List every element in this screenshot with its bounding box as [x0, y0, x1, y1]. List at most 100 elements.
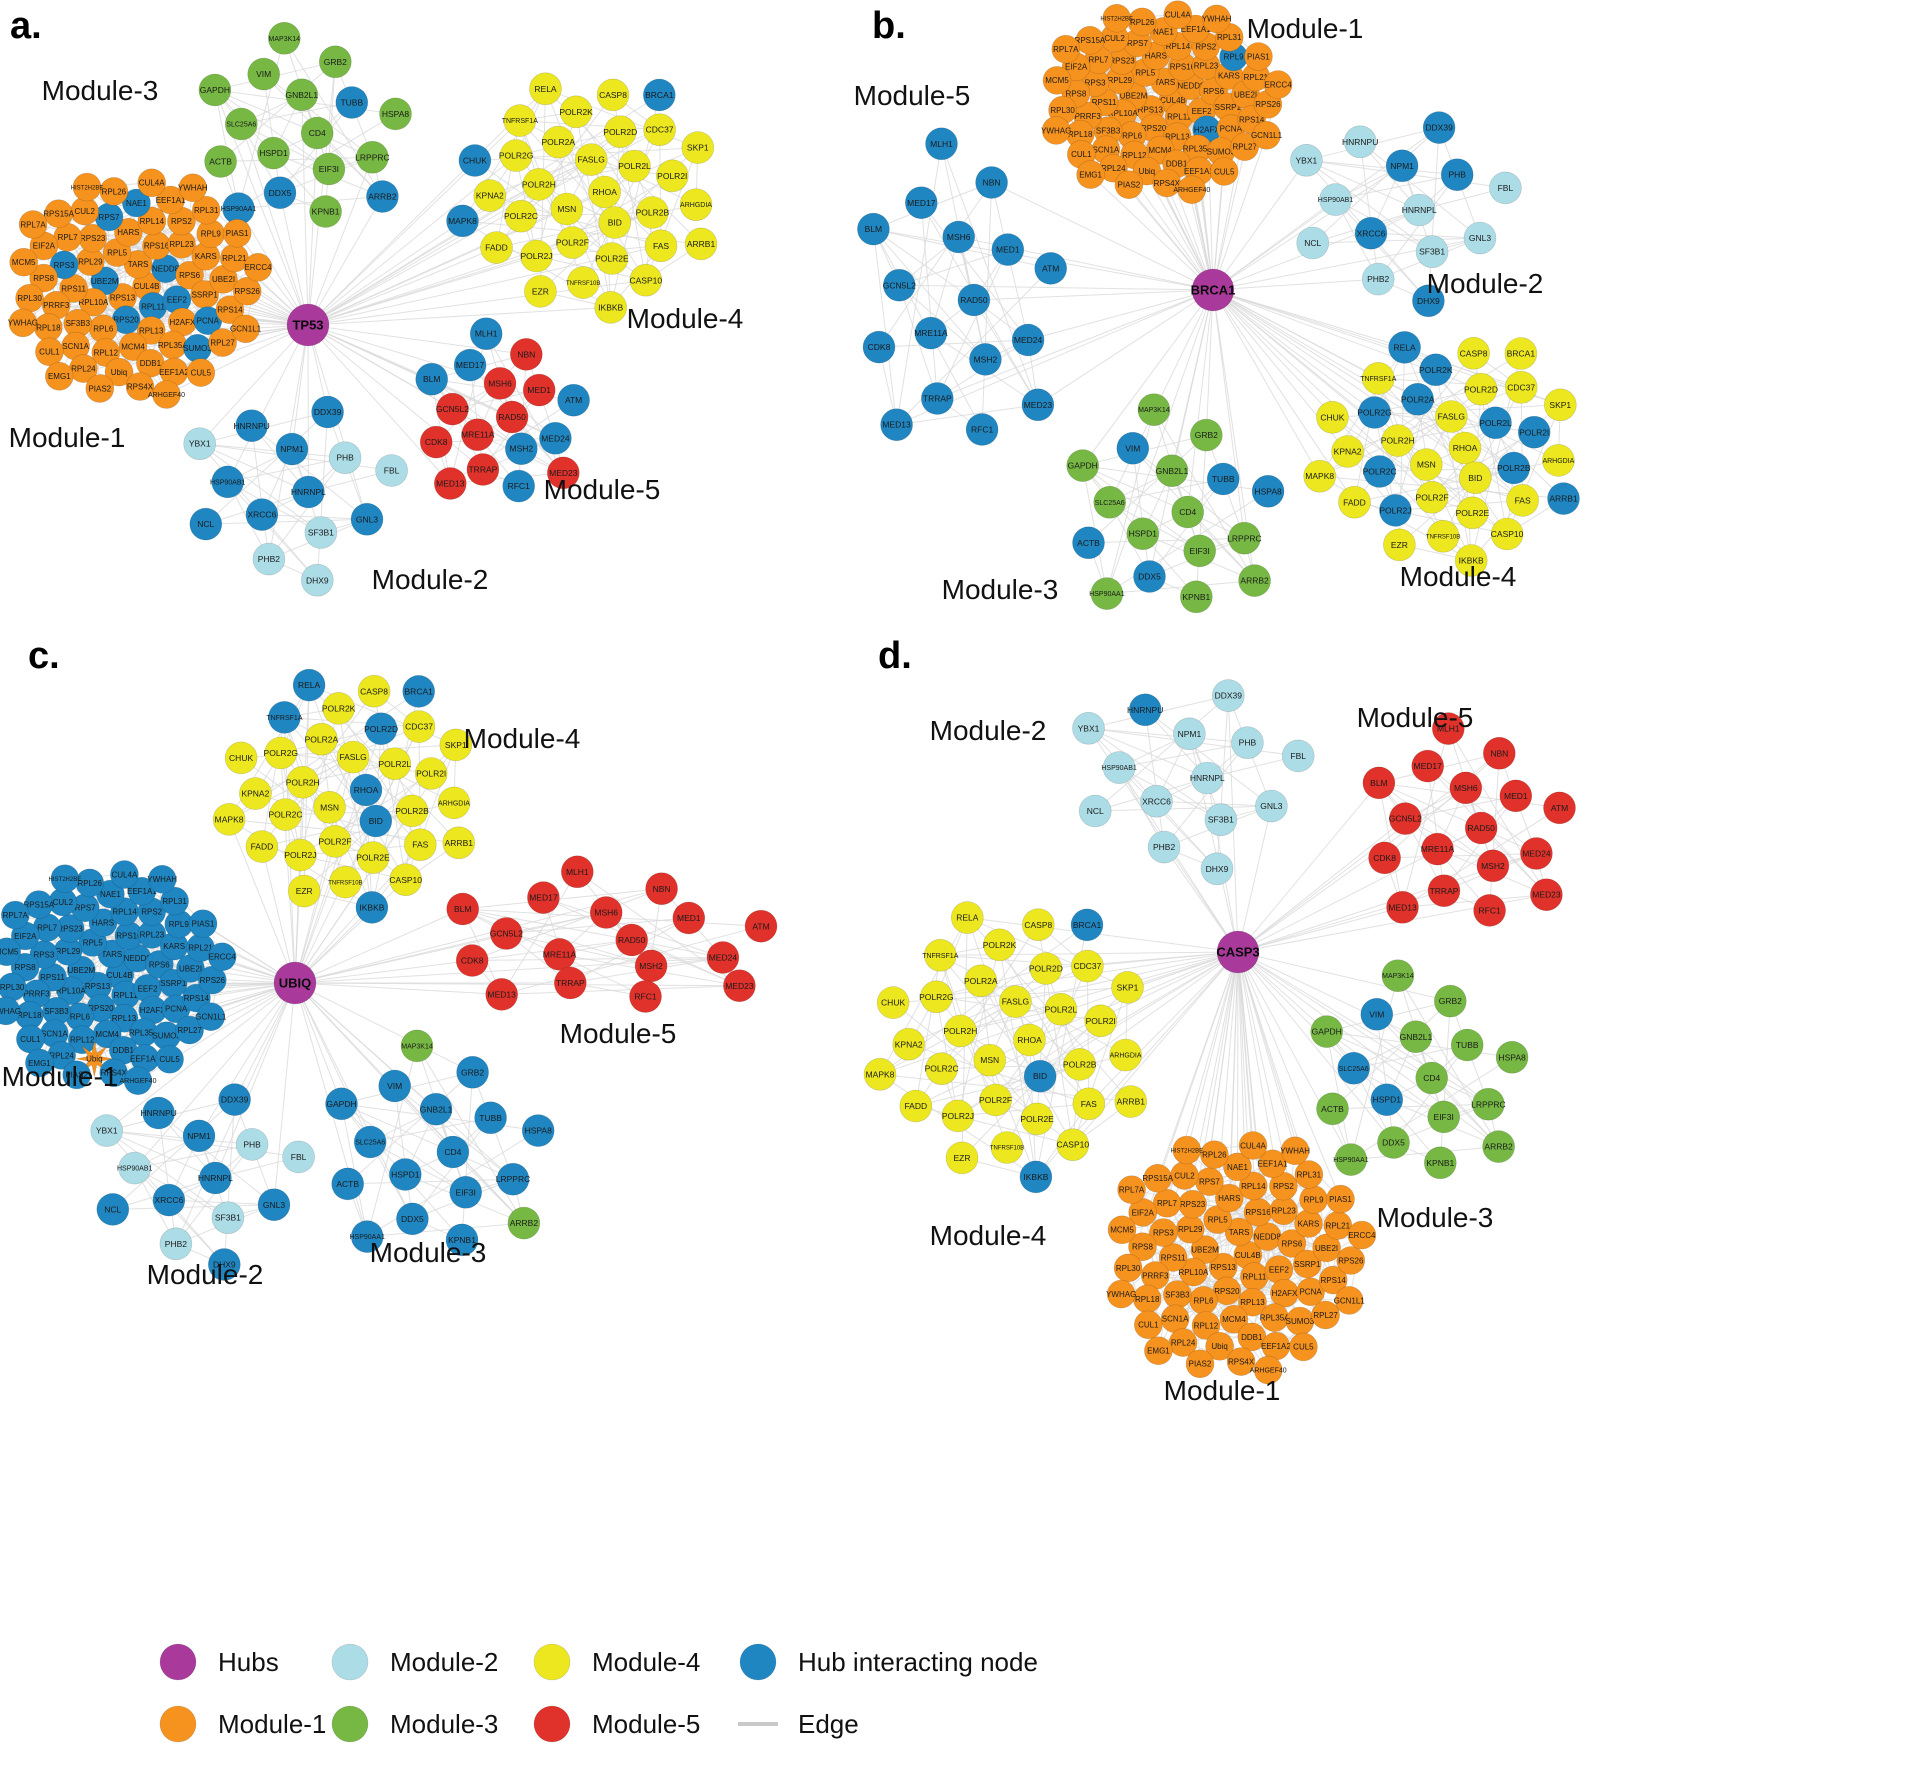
node-YWHAG [8, 308, 38, 338]
node-HSPD1 [1370, 1083, 1404, 1116]
node-RPL30 [1113, 1253, 1143, 1283]
node-RPS14 [1318, 1265, 1348, 1295]
node-MLH1 [560, 855, 594, 889]
legend-swatch-module5 [533, 1705, 571, 1743]
node-CUL5 [186, 358, 216, 387]
node-RPL31 [1294, 1160, 1324, 1189]
node-DDX39 [311, 395, 344, 429]
node-KPNA2 [892, 1027, 926, 1061]
node-GCN1L1 [1252, 121, 1281, 150]
node-RFC1 [965, 413, 999, 446]
node-CHUK [458, 144, 492, 177]
node-SLC25A6 [1093, 485, 1126, 519]
node-ARRB2 [1238, 564, 1271, 597]
node-ATM [1034, 252, 1067, 285]
node-CASP10 [1490, 517, 1524, 551]
node-DHX9 [208, 1248, 241, 1281]
node-POLR2F [318, 825, 352, 858]
node-POLR2K [559, 95, 593, 129]
node-RPS15A [1143, 1164, 1172, 1193]
node-RPL6 [1189, 1286, 1218, 1315]
node-MCM4 [1219, 1305, 1249, 1334]
node-RPL27 [208, 328, 237, 357]
node-MCM5 [1042, 66, 1072, 95]
node-DDX5 [1377, 1126, 1410, 1159]
node-CHUK [224, 741, 258, 775]
node-MED24 [706, 941, 740, 974]
node-XRCC6 [152, 1183, 186, 1217]
node-GCN1L1 [231, 314, 260, 344]
node-RAD50 [1464, 811, 1498, 845]
node-GRB2 [456, 1056, 489, 1089]
hub-node-TP53 [286, 303, 330, 347]
node-HNRNPU [1128, 693, 1162, 727]
node-ARHGEF40 [1253, 1355, 1283, 1385]
module-caption-a-module4: Module-4 [627, 303, 744, 334]
node-MSH6 [1449, 771, 1483, 805]
node-EIF3I [1427, 1100, 1460, 1134]
node-HNRNPL [199, 1161, 232, 1195]
node-POLR2L [1479, 406, 1512, 440]
node-LRPPRC [356, 141, 389, 174]
node-KARS [1294, 1209, 1323, 1238]
node-VIM [247, 57, 281, 91]
node-SUMO3 [183, 333, 212, 363]
node-BRCA1 [642, 78, 676, 112]
node-RPL13 [1238, 1287, 1267, 1317]
node-POLR2J [520, 239, 553, 273]
node-CUL1 [35, 337, 64, 367]
node-RPL18 [33, 313, 63, 342]
module-caption-c-module5: Module-5 [560, 1018, 677, 1049]
node-TUBB [474, 1101, 507, 1135]
node-EMG1 [1144, 1336, 1173, 1365]
module-caption-c-module3: Module-3 [370, 1237, 487, 1268]
node-HSPD1 [388, 1158, 422, 1191]
node-MRE11A [461, 418, 495, 452]
module-caption-b-module1: Module-1 [1247, 13, 1364, 44]
node-CDK8 [419, 425, 453, 459]
node-BRCA1 [1070, 908, 1104, 942]
node-Ubiq [104, 357, 134, 387]
node-POLR2E [1020, 1102, 1054, 1136]
node-HIST2H2BE [72, 172, 102, 202]
node-MSH6 [483, 367, 517, 400]
node-CDC37 [1504, 370, 1538, 404]
node-NPM1 [1173, 717, 1206, 751]
module-caption-d-module2: Module-2 [930, 715, 1047, 746]
node-RPL21 [1323, 1211, 1353, 1240]
node-XRCC6 [1354, 216, 1388, 250]
node-CASP8 [357, 674, 391, 708]
node-GNB2L1 [1155, 454, 1189, 488]
node-HSP90AB1 [118, 1151, 151, 1185]
node-POLR2K [1419, 353, 1453, 387]
node-MED1 [522, 373, 556, 407]
node-NBN [1483, 736, 1516, 770]
node-KPNB1 [309, 195, 342, 228]
node-TNFRSF1A [923, 938, 957, 972]
node-MCM5 [9, 247, 39, 277]
panel-letter-c: c. [28, 635, 60, 677]
node-RPS11 [1158, 1243, 1188, 1272]
node-TNFRSF10B [1426, 519, 1460, 553]
node-ARRB1 [442, 826, 476, 860]
node-RPS16 [142, 231, 171, 260]
node-RPL7A [1051, 34, 1081, 64]
node-CASP8 [596, 78, 630, 112]
node-FASLG [999, 985, 1032, 1018]
node-RPL7A [1, 900, 30, 930]
node-MED23 [1021, 388, 1055, 422]
node-DDX39 [218, 1083, 251, 1116]
node-YWHAG [1041, 116, 1071, 145]
node-MED13 [485, 978, 519, 1011]
node-MAPK8 [1303, 459, 1336, 493]
node-PIAS1 [222, 219, 252, 248]
node-EMG1 [1076, 160, 1105, 189]
node-ARHGDIA [437, 786, 471, 820]
node-PHB [1231, 726, 1264, 760]
node-POLR2F [1415, 480, 1449, 514]
module-caption-b-module2: Module-2 [1427, 268, 1544, 299]
node-GNL3 [257, 1188, 291, 1221]
node-VIM [1360, 997, 1394, 1031]
node-DDX39 [1212, 679, 1245, 712]
node-GCN5L2 [436, 392, 469, 426]
